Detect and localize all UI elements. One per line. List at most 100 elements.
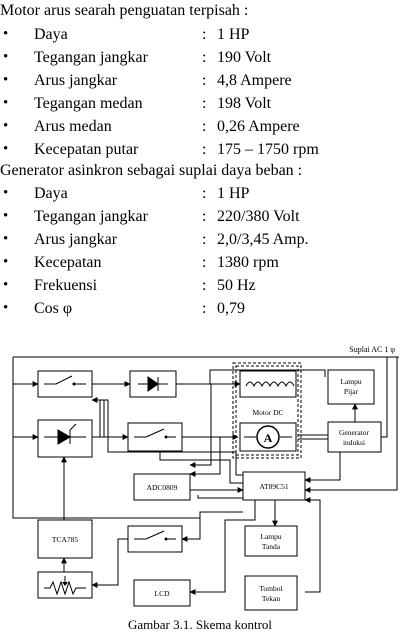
spec-value: 198 Volt [217, 95, 272, 112]
spec-colon: : [202, 300, 207, 317]
bullet: • [3, 300, 9, 316]
lampu-pijar-line1: Lampu [340, 377, 361, 386]
spec-value: 1 HP [217, 185, 250, 202]
field-winding-block [239, 370, 297, 398]
wire-generator-mcu [304, 448, 341, 483]
mcu-label: AT89C51 [259, 482, 288, 491]
spec-label: Daya [34, 26, 68, 43]
spec-label: Tegangan medan [34, 95, 143, 112]
lcd-block [133, 579, 191, 607]
bullet: • [3, 26, 9, 42]
motor-dc-label: Motor DC [252, 408, 283, 417]
generator-heading: Generator asinkron sebagai suplai daya b… [0, 162, 303, 179]
generator-spec-arus-jangkar: • Arus jangkar : 2,0/3,45 Amp. [0, 228, 400, 251]
switch-2-block [127, 422, 183, 452]
wiring [12, 356, 399, 595]
supply-to-switch-1 [12, 357, 39, 387]
spec-label: Tegangan jangkar [34, 208, 148, 225]
rectifier-block [129, 370, 177, 398]
supply-label: Suplai AC 1 φ [349, 345, 395, 354]
tombol-tekan-line2: Tekan [262, 594, 280, 603]
motor-spec-arus-medan: • Arus medan : 0,26 Ampere [0, 115, 400, 138]
bullet: • [3, 231, 9, 247]
bullet: • [3, 72, 9, 88]
spec-label: Arus medan [34, 118, 112, 135]
spec-value: 0,26 Ampere [217, 118, 300, 135]
wire-mcu-lcd [189, 500, 256, 595]
spec-value: 50 Hz [217, 277, 256, 294]
generator-spec-frekuensi: • Frekuensi : 50 Hz [0, 274, 400, 297]
spec-label: Arus jangkar [34, 231, 118, 248]
generator-spec-tegangan-jangkar: • Tegangan jangkar : 220/380 Volt [0, 205, 400, 228]
wire-field-lamp [209, 369, 326, 384]
motor-heading: Motor arus searah penguatan terpisah : [0, 2, 249, 19]
spec-label: Cos φ [34, 300, 73, 317]
bullet: • [3, 141, 9, 157]
wire-mcu-adc [197, 495, 243, 499]
bullet: • [3, 185, 9, 201]
tombol-tekan-block [244, 575, 298, 611]
thyristor-block [37, 419, 93, 458]
spec-colon: : [202, 254, 207, 271]
spec-label: Tegangan jangkar [34, 49, 148, 66]
lampu-tanda-line1: Lampu [260, 532, 281, 541]
wire-generator-supply [381, 357, 388, 438]
spec-value: 2,0/3,45 Amp. [217, 231, 309, 248]
wire-mcu-switch1 [91, 397, 243, 476]
motor-dc-frame [232, 362, 302, 459]
spec-label: Kecepatan [34, 254, 102, 271]
wire-supply-mcu [304, 357, 398, 493]
lampu-pijar-line2: Pijar [344, 387, 359, 396]
spec-colon: : [202, 26, 207, 43]
wire-mcu-switch3 [181, 511, 243, 542]
shaft-coupling [298, 434, 328, 440]
motor-spec-kecepatan-putar: • Kecepatan putar : 175 – 1750 rpm [0, 138, 400, 161]
adc-label: ADC0809 [147, 483, 178, 492]
generator-block [327, 421, 382, 453]
adc-block [133, 473, 191, 501]
bullet: • [3, 208, 9, 224]
lampu-tanda-block [244, 525, 298, 557]
tca-block [37, 519, 93, 559]
wire-feedback-left [12, 437, 200, 519]
motor-spec-arus-jangkar: • Arus jangkar : 4,8 Ampere [0, 69, 400, 92]
wire-tombol-mcu [304, 497, 321, 593]
spec-label: Arus jangkar [34, 72, 118, 89]
generator-spec-daya: • Daya : 1 HP [0, 182, 400, 205]
spec-colon: : [202, 72, 207, 89]
ammeter-label: A [264, 431, 273, 445]
figure-caption: Gambar 3.1. Skema kontrol [127, 617, 273, 632]
lampu-pijar-block [327, 369, 375, 405]
spec-colon: : [202, 49, 207, 66]
spec-value: 1380 rpm [217, 254, 279, 271]
spec-value: 190 Volt [217, 49, 272, 66]
motor-spec-tegangan-jangkar: • Tegangan jangkar : 190 Volt [0, 46, 400, 69]
armature-block [239, 422, 297, 452]
generator-line2: induksi [343, 438, 365, 447]
wire-field-adc [189, 384, 212, 468]
tombol-tekan-line1: Tombol [259, 584, 282, 593]
spec-colon: : [202, 95, 207, 112]
generator-spec-cos-phi: • Cos φ : 0,79 [0, 297, 400, 320]
spec-colon: : [202, 208, 207, 225]
lcd-label: LCD [155, 589, 171, 598]
switch-1-block [37, 370, 93, 398]
control-schematic: Suplai AC 1 φ Motor DC A [12, 345, 399, 611]
wire-supply-thyristor [12, 384, 39, 440]
generator-line1: Generator [339, 428, 369, 437]
spec-value: 0,79 [217, 300, 245, 317]
switch-3-block [127, 525, 183, 553]
wire-mcu-switch2 [157, 444, 243, 484]
mcu-block [242, 471, 306, 501]
motor-spec-tegangan-medan: • Tegangan medan : 198 Volt [0, 92, 400, 115]
spec-colon: : [202, 231, 207, 248]
spec-colon: : [202, 277, 207, 294]
spec-label: Frekuensi [34, 277, 98, 294]
bullet: • [3, 118, 9, 134]
bullet: • [3, 254, 9, 270]
bullet: • [3, 95, 9, 111]
spec-label: Kecepatan putar [34, 141, 139, 158]
tca-label: TCA785 [52, 535, 79, 544]
spec-value: 1 HP [217, 26, 250, 43]
